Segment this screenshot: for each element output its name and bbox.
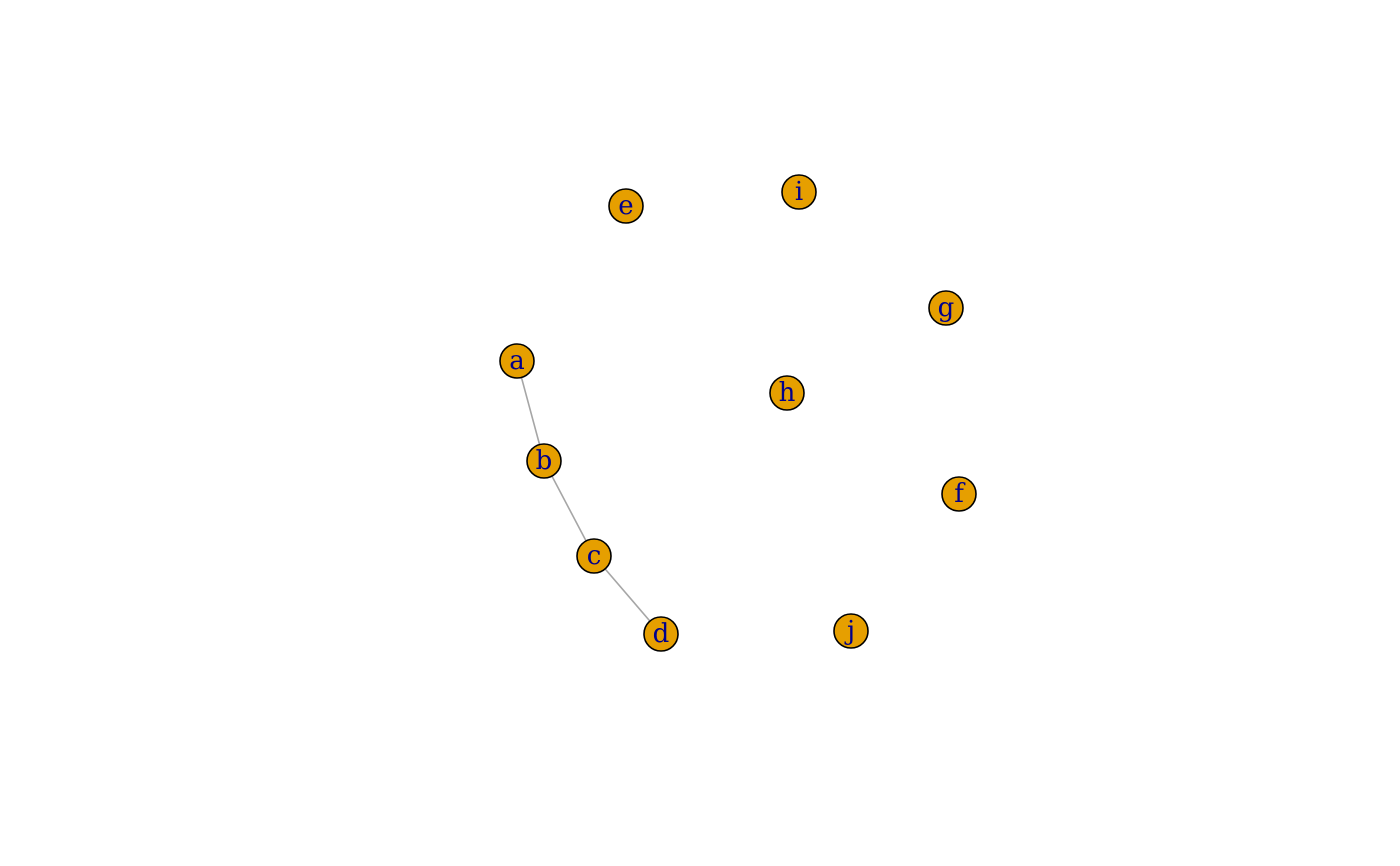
node-label: j [844,616,855,646]
nodes-layer: a b c d e f g h i j [499,174,977,652]
node-label: b [536,446,553,476]
node-a: a [499,343,535,379]
node-b: b [526,443,562,479]
node-label: c [587,541,602,571]
node-label: f [954,479,966,509]
node-label: e [618,191,633,221]
node-label: h [779,378,796,408]
node-circle [833,613,869,649]
node-e: e [608,188,644,224]
node-label: i [795,177,803,207]
node-circle [941,476,977,512]
node-circle [781,174,817,210]
node-label: a [509,346,525,376]
node-circle [643,616,679,652]
node-circle [499,343,535,379]
node-f: f [941,476,977,512]
node-circle [576,538,612,574]
node-circle [526,443,562,479]
edge-b-c [543,460,595,557]
edges-layer [516,360,662,635]
node-d: d [643,616,679,652]
node-g: g [928,290,964,326]
node-label: g [938,293,955,323]
node-label: d [653,619,670,649]
node-circle [769,375,805,411]
node-i: i [781,174,817,210]
node-j: j [833,613,869,649]
node-c: c [576,538,612,574]
node-h: h [769,375,805,411]
node-circle [608,188,644,224]
node-circle [928,290,964,326]
